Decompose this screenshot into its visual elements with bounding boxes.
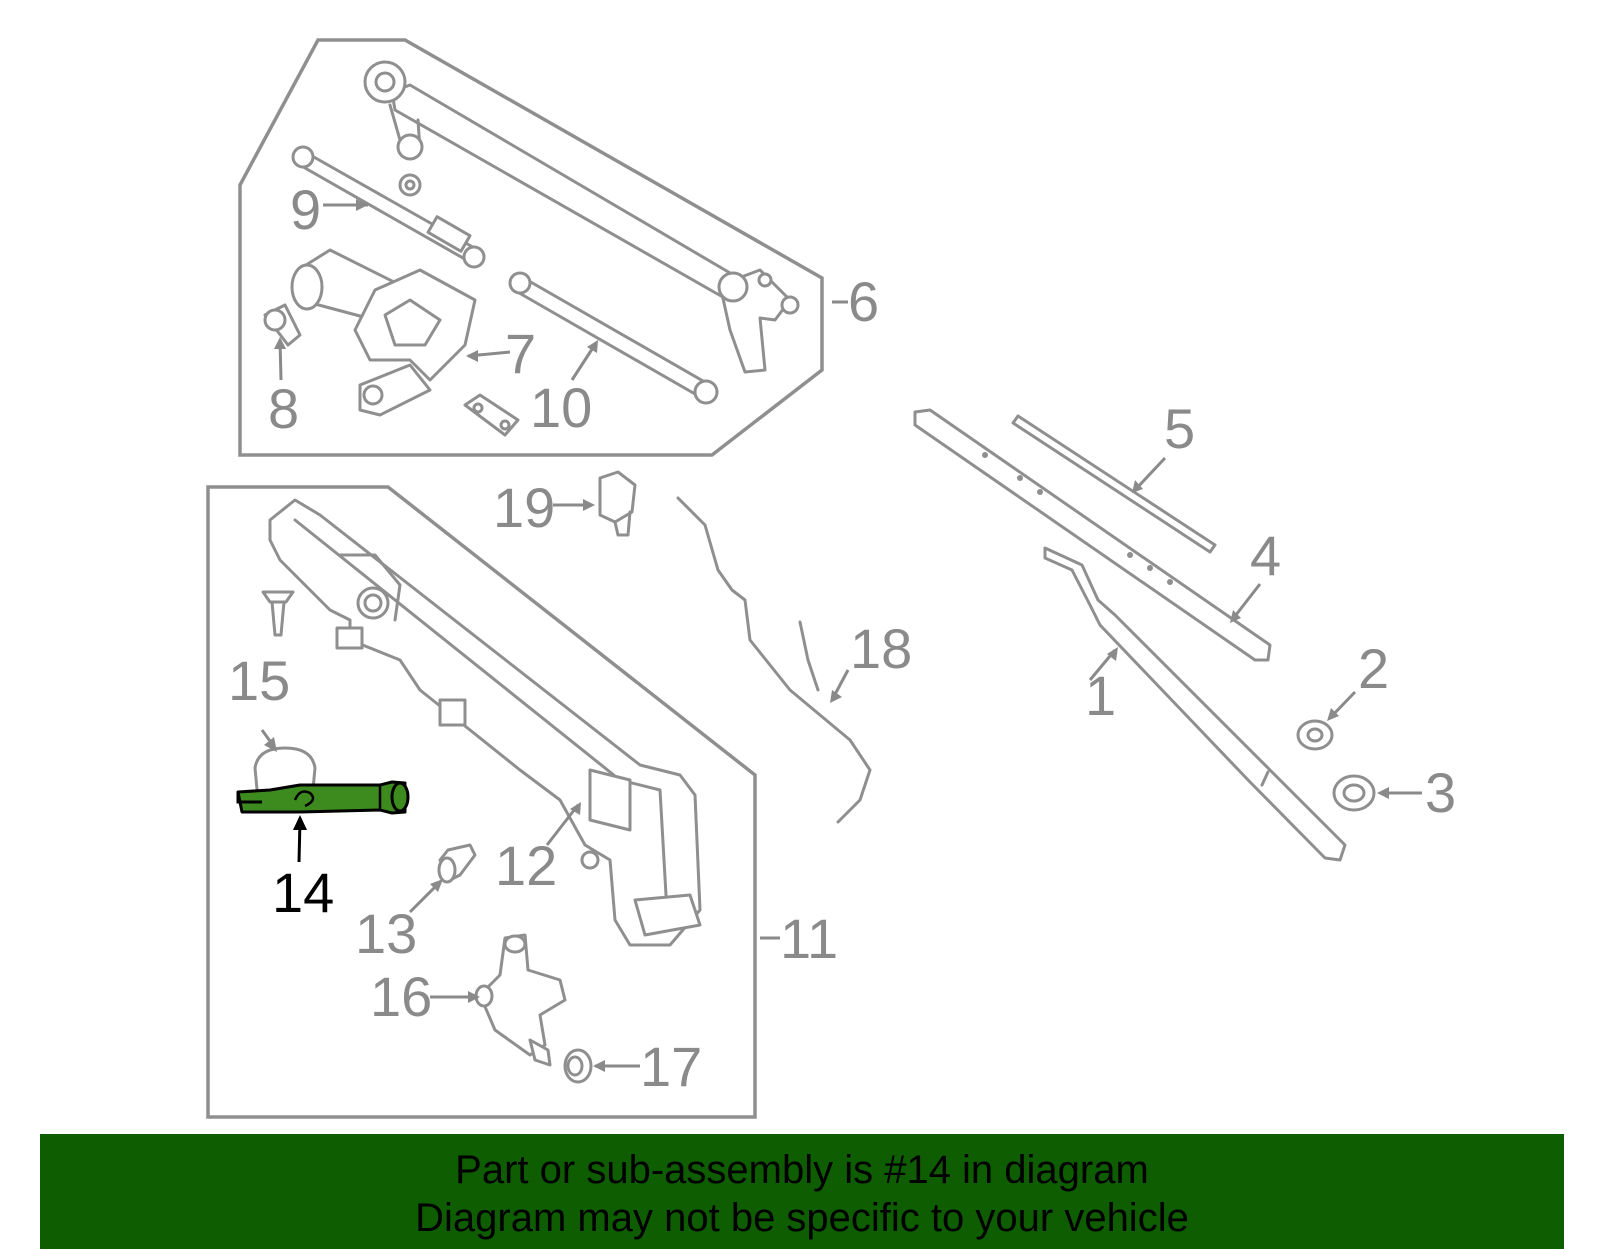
arm-washer-3 [1332,774,1422,812]
callout-4: 4 [1250,524,1281,587]
callout-11: 11 [780,907,838,970]
callout-14: 14 [272,861,334,924]
callout-19: 19 [493,476,555,539]
arm-nut-2 [1296,690,1357,751]
filler-neck-14-highlighted [236,780,410,815]
blade-refill-5 [1011,414,1217,554]
callout-1: 1 [1085,664,1116,727]
washer-hose-18 [676,496,872,824]
callout-3: 3 [1425,761,1456,824]
leader-5 [1133,456,1167,492]
reservoir-group [206,485,780,1119]
grommet-13 [437,843,477,884]
callout-17: 17 [640,1035,702,1098]
washer-nozzle-19 [553,470,637,537]
linkage-assembly-group [238,38,848,457]
wiper-motor-7 [290,248,477,417]
callout-2: 2 [1358,637,1389,700]
bolt-8 [263,303,302,347]
info-banner: Part or sub-assembly is #14 in diagram D… [40,1134,1564,1249]
callout-6: 6 [848,270,879,333]
callout-10: 10 [530,376,592,439]
callout-13: 13 [355,902,417,965]
callout-9: 9 [290,178,321,241]
leader-12 [545,804,580,846]
callout-12: 12 [495,834,557,897]
motor-bracket [463,393,520,437]
wiper-arm-1 [1043,546,1347,862]
callout-5: 5 [1164,397,1195,460]
banner-line-part: Part or sub-assembly is #14 in diagram [455,1148,1149,1192]
callout-8: 8 [268,377,299,440]
callout-16: 16 [370,965,432,1028]
banner-line-disclaimer: Diagram may not be specific to your vehi… [415,1196,1189,1240]
screw [261,590,295,637]
callout-18: 18 [850,617,912,680]
callout-15: 15 [228,649,290,712]
washer-reservoir-12 [268,498,702,947]
callout-7: 7 [505,322,536,385]
wiper-blade-4 [913,408,1272,662]
